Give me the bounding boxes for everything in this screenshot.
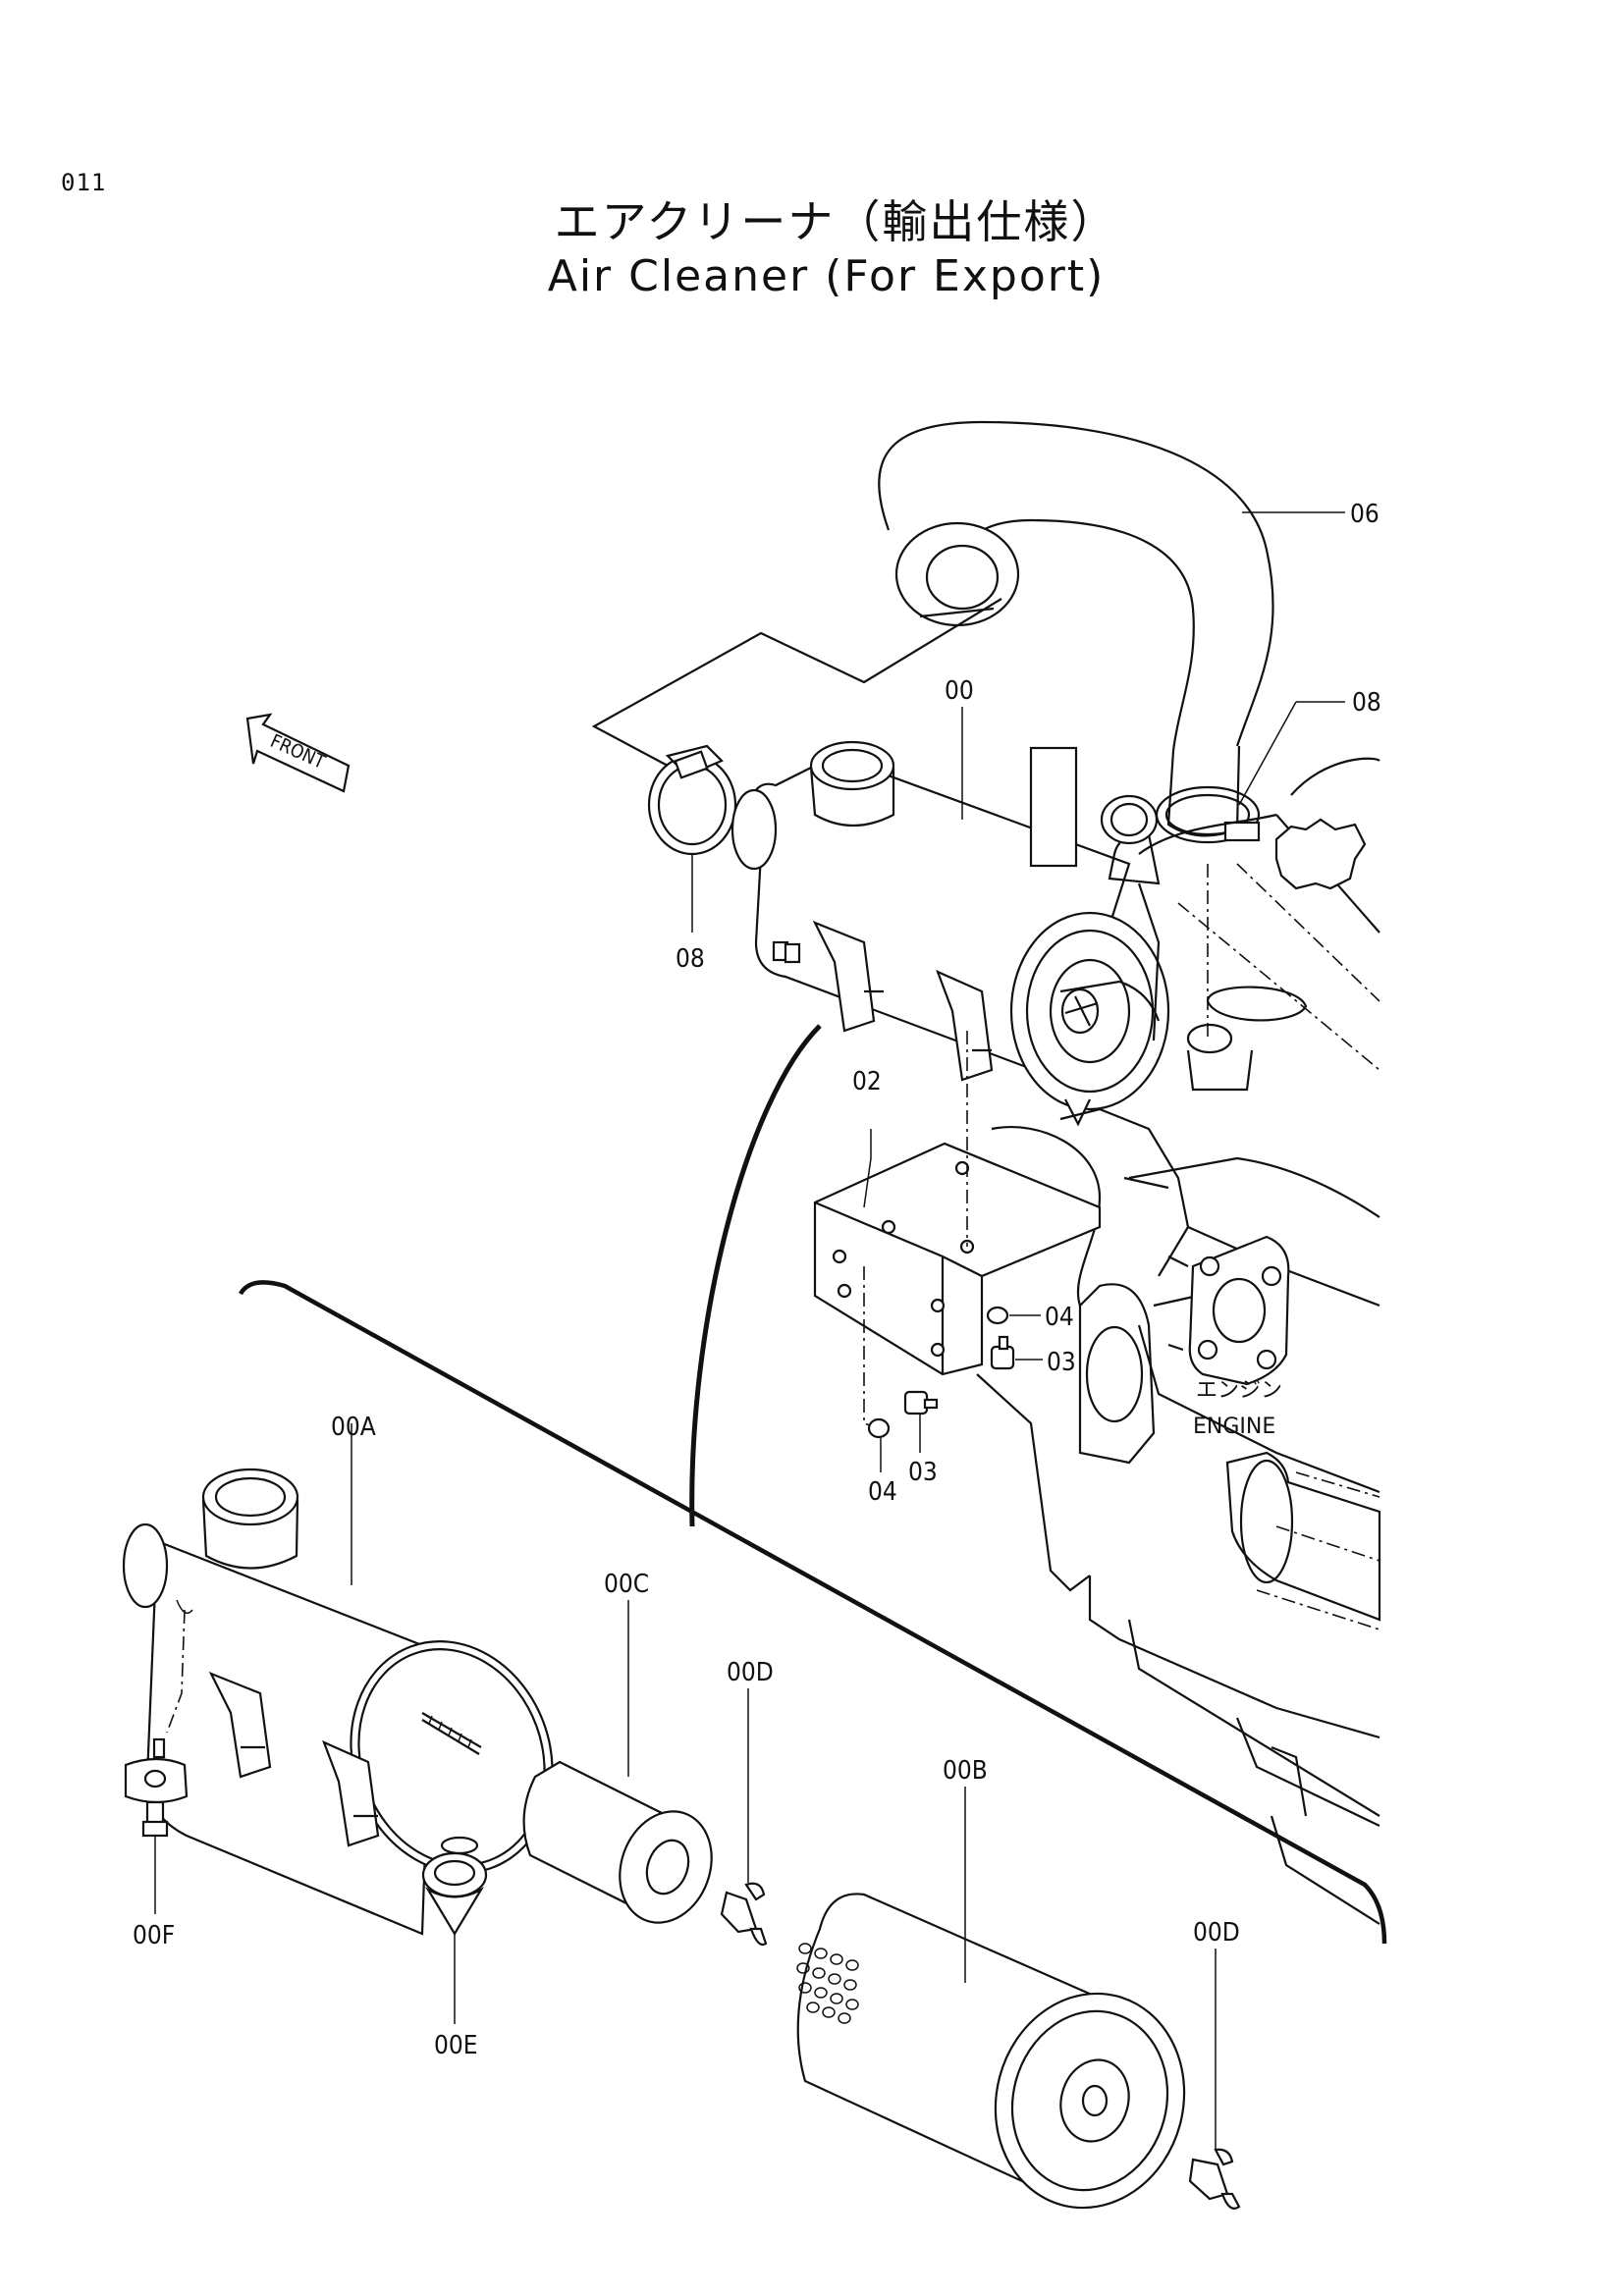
callout-00: 00	[945, 676, 974, 706]
washer-bolt-set	[867, 1306, 1043, 1472]
callout-04-right: 04	[1045, 1303, 1074, 1332]
outer-element-00B	[796, 1787, 1186, 2210]
callout-00A: 00A	[331, 1413, 376, 1442]
callout-02: 02	[852, 1067, 882, 1096]
air-cleaner-assembly-00	[730, 740, 1170, 1127]
hose-clamp-right	[1155, 701, 1345, 844]
vacuum-indicator-00F	[124, 1737, 189, 1914]
callout-00F: 00F	[133, 1921, 175, 1950]
inner-element-00C	[522, 1600, 713, 1924]
page-number: 011	[61, 169, 107, 196]
title-japanese: エアクリーナ（輸出仕様）	[554, 195, 1118, 248]
callout-03-bottom: 03	[908, 1458, 938, 1487]
callout-00C: 00C	[604, 1570, 649, 1599]
callout-00E: 00E	[434, 2031, 478, 2060]
exploded-view-border	[239, 1280, 1387, 1945]
intake-hose-06	[878, 420, 1274, 837]
wing-nut-00D-right	[1188, 1949, 1241, 2210]
engine-label-jp: エンジン	[1196, 1378, 1282, 1403]
housing-00A	[122, 1423, 554, 1936]
hose-clamp-left	[647, 744, 737, 933]
front-direction-arrow: FRONT	[245, 713, 351, 793]
callout-08-right: 08	[1352, 688, 1381, 718]
callout-06: 06	[1350, 500, 1380, 529]
callout-00B: 00B	[943, 1756, 988, 1786]
assembly-leader-arc	[689, 1024, 822, 1527]
callout-03-right: 03	[1047, 1348, 1076, 1377]
engine-label-en: ENGINE	[1193, 1415, 1275, 1439]
wing-nut-00D-left	[720, 1688, 768, 1947]
callout-00D-left: 00D	[727, 1658, 774, 1687]
title-english: Air Cleaner (For Export)	[547, 251, 1106, 301]
perforation-holes	[796, 1943, 859, 2024]
dust-cup-00E	[421, 1851, 488, 2024]
engine-outline	[976, 746, 1381, 1925]
callout-08-left: 08	[676, 944, 705, 974]
callout-04-bottom: 04	[868, 1477, 897, 1507]
hose-clamp-leader	[591, 598, 1002, 767]
callout-00D-right: 00D	[1193, 1918, 1240, 1948]
